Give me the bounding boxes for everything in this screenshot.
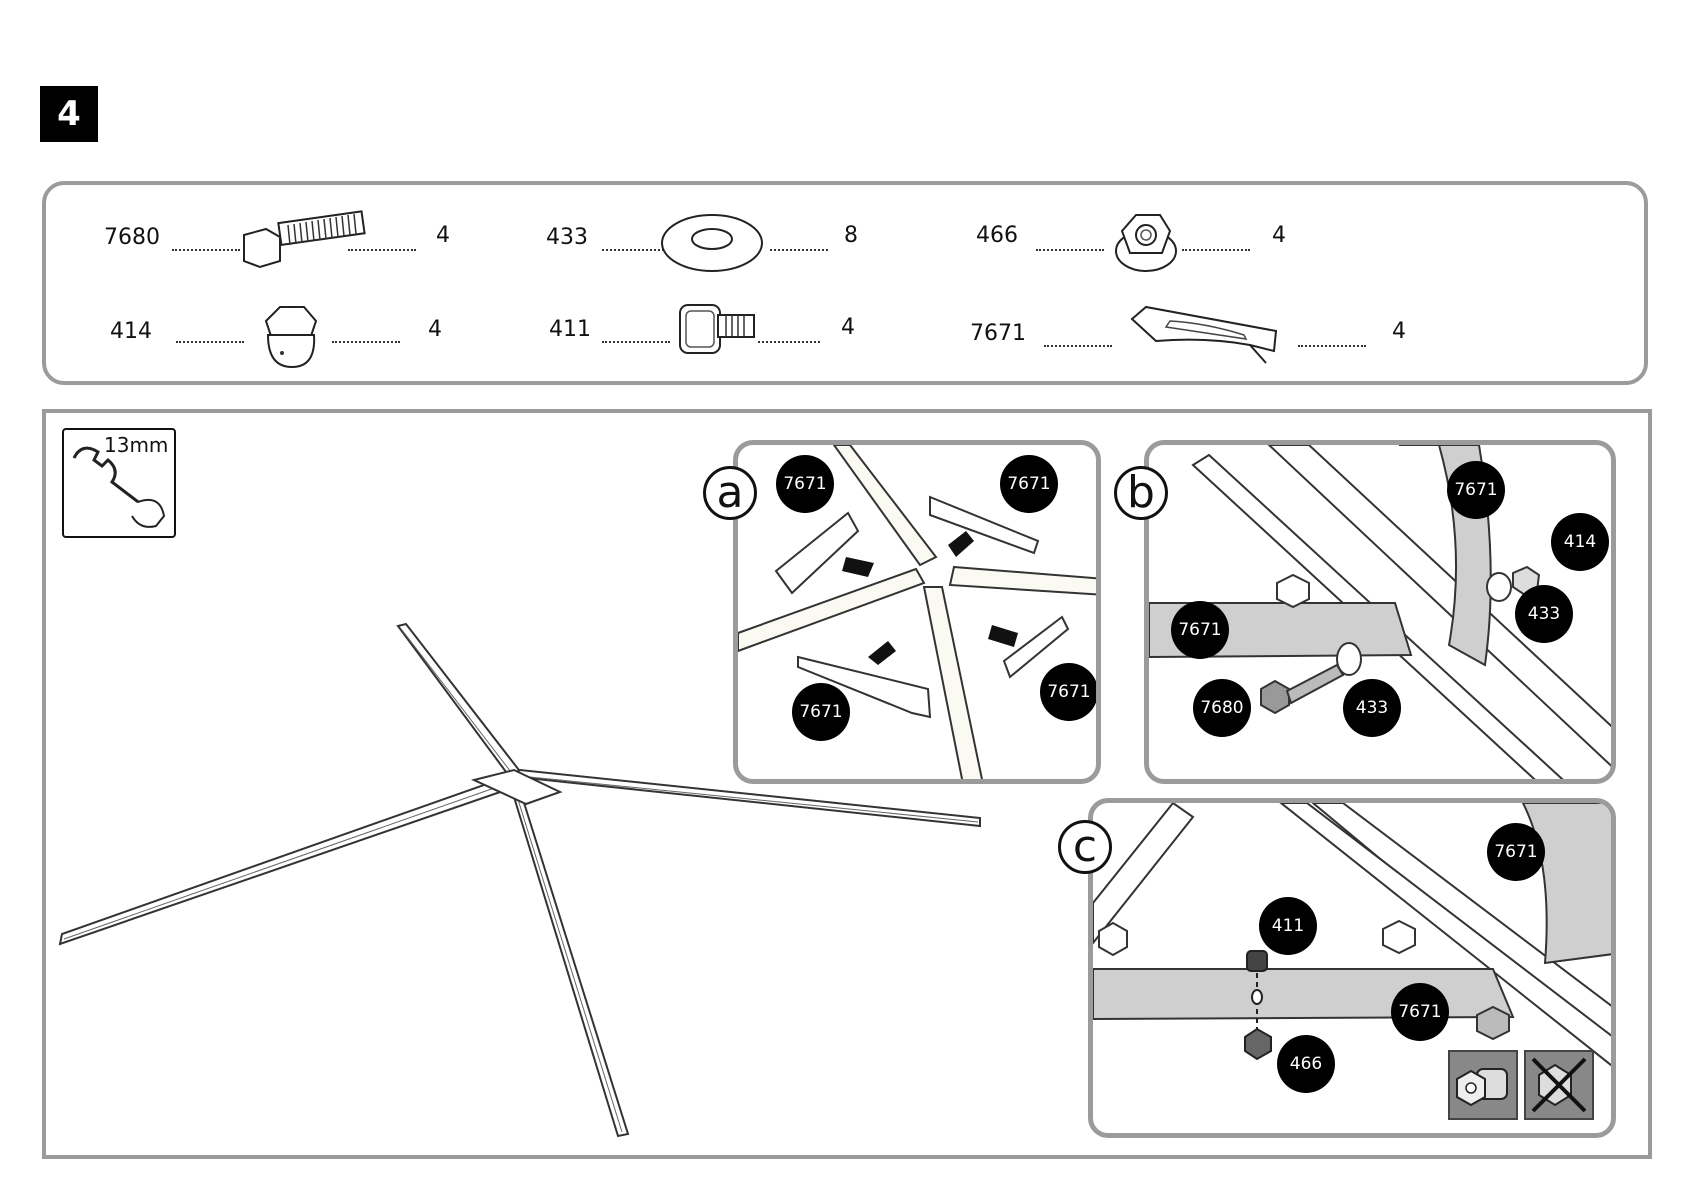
frame-leg-lower xyxy=(510,784,628,1136)
part-tag-466: 466 xyxy=(1277,1035,1335,1093)
part-tag-7671: 7671 xyxy=(792,683,850,741)
detail-a-label: a xyxy=(703,466,757,520)
part-tag-7671: 7671 xyxy=(1000,455,1058,513)
part-tag-7671: 7671 xyxy=(1487,823,1545,881)
hex-bolt-icon xyxy=(1261,665,1343,713)
detail-b-label: b xyxy=(1114,466,1168,520)
detail-a-panel: 7671 7671 7671 7671 xyxy=(733,440,1101,784)
part-tag-433: 433 xyxy=(1515,585,1573,643)
detail-b-panel: 7671 414 433 7671 7680 433 xyxy=(1144,440,1616,784)
part-tag-7671: 7671 xyxy=(1447,461,1505,519)
frame-leg-upper xyxy=(398,624,522,780)
part-tag-7671: 7671 xyxy=(776,455,834,513)
part-tag-7680: 7680 xyxy=(1193,679,1251,737)
flange-nut-icon xyxy=(1245,1029,1271,1059)
part-tag-433: 433 xyxy=(1343,679,1401,737)
square-neck-bolt-icon xyxy=(1247,951,1267,971)
part-tag-414: 414 xyxy=(1551,513,1609,571)
detail-c-label: c xyxy=(1058,820,1112,874)
part-tag-7671: 7671 xyxy=(1040,663,1098,721)
part-tag-411: 411 xyxy=(1259,897,1317,955)
detail-c-panel: 7671 411 7671 466 xyxy=(1088,798,1616,1138)
incorrect-orientation-icon xyxy=(1525,1051,1593,1119)
washer-icon xyxy=(1487,573,1511,601)
part-tag-7671: 7671 xyxy=(1391,983,1449,1041)
correct-orientation-icon xyxy=(1449,1051,1517,1119)
nut-icon xyxy=(1277,575,1309,607)
part-tag-7671: 7671 xyxy=(1171,601,1229,659)
